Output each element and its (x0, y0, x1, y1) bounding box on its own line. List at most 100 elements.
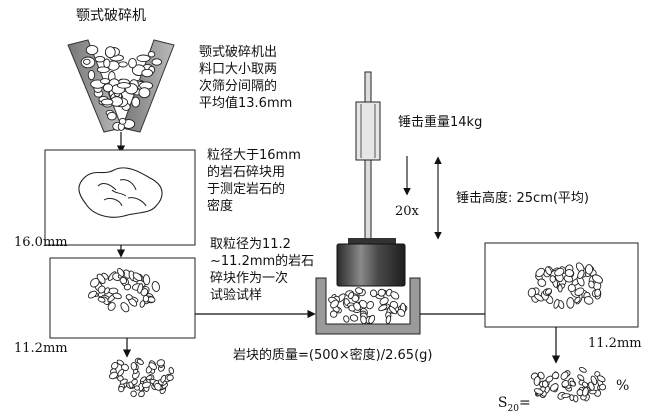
rock-particle (569, 394, 575, 401)
rock-particle (329, 310, 338, 318)
rock-particle (397, 308, 406, 317)
percent-sign: % (616, 378, 630, 394)
rock-particle (97, 285, 106, 294)
blows-label: 20x (395, 204, 419, 219)
rock-particle (85, 44, 99, 56)
rock-particle (94, 55, 106, 63)
fines-pile-left (108, 357, 175, 398)
rock-particle (599, 383, 607, 391)
rock-particle (545, 266, 552, 276)
rock-particle (128, 381, 134, 389)
rock-particle (378, 304, 388, 312)
rock-particle (87, 69, 96, 81)
rock-particle (117, 375, 124, 382)
rock-particle (130, 361, 137, 371)
rock-particle (567, 283, 576, 293)
rock-particle (108, 371, 119, 380)
rock-particle (592, 274, 603, 284)
rock-particle (369, 289, 378, 298)
rock-particle (147, 51, 156, 58)
rock-particle (151, 281, 160, 292)
rock-particle (590, 375, 598, 386)
rock-particle (554, 267, 565, 277)
rock-particle (112, 292, 122, 300)
rock-particle (377, 288, 386, 297)
rock-particle (154, 382, 162, 391)
test-sample-rocks (87, 267, 160, 313)
jaw-crusher (67, 39, 175, 133)
rock-particle (141, 381, 151, 389)
rock-particle (355, 287, 364, 294)
rock-particle (527, 287, 537, 298)
rock-particle (579, 367, 587, 373)
rock-particle (561, 393, 571, 398)
rock-particle (577, 374, 585, 381)
sieve-16mm-label: 16.0mm (14, 235, 68, 250)
test-mould (315, 277, 421, 335)
rock-particle (118, 61, 128, 68)
rock-particle (533, 376, 541, 386)
crushed-sample-rocks (527, 262, 603, 309)
fines-pile-right (530, 367, 607, 403)
rock-particle (83, 58, 91, 65)
rock-particle (96, 66, 110, 74)
rock-particle (569, 380, 576, 387)
rock-particle (360, 315, 367, 325)
sieve-11.2mm-label-left: 11.2mm (14, 341, 68, 356)
s20-symbol: S (497, 395, 508, 411)
sieve-plate-11.2mm (49, 257, 196, 339)
rock-particle (101, 98, 114, 106)
rock-particle (128, 57, 137, 69)
rock-particle (130, 390, 137, 398)
sample-selection-note: 取粒径为11.2 ~11.2mm的岩石 碎块作为一次 试验试样 (210, 237, 315, 303)
impact-hammer-head (336, 238, 406, 287)
density-note: 粒径大于16mm 的岩石碎块用 于测定岩石的 密度 (207, 148, 301, 214)
rock-particle (588, 381, 595, 391)
rock-particle (385, 315, 392, 324)
rock-particle (87, 290, 97, 299)
crusher-rock-pile (80, 44, 163, 131)
rock-particle (533, 388, 544, 395)
rock-particle (390, 291, 400, 300)
rock-particle (535, 267, 545, 278)
rock-particle (140, 376, 147, 383)
rock-particle (166, 374, 174, 381)
rock-particle (551, 371, 560, 380)
sieve-11.2mm-label-right: 11.2mm (588, 336, 642, 351)
rock-particle (560, 371, 569, 380)
rock-particle (583, 296, 594, 305)
s20-subscript: 20 (507, 403, 519, 414)
s20-label: S20= (489, 378, 531, 418)
rock-particle (136, 54, 151, 63)
mould-rock-sample (328, 287, 408, 325)
rock-particle (574, 287, 585, 296)
rock-particle (123, 283, 132, 291)
rock-particle (366, 300, 374, 310)
rock-particle (118, 385, 125, 393)
rock-particle (117, 368, 125, 377)
crusher-title: 颚式破碎机 (76, 8, 146, 24)
rock-particle (348, 291, 355, 300)
rock-particle (100, 78, 111, 85)
rock-particle (104, 46, 116, 59)
rock-particle (566, 297, 575, 309)
rock-particle (118, 117, 127, 125)
rock-particle (594, 288, 601, 297)
rock-particle (116, 82, 131, 89)
rock-particle (97, 296, 106, 303)
rock-particle (107, 302, 116, 311)
rock-particle (553, 298, 560, 309)
rock-particle (117, 267, 125, 277)
impact-hammer-rod (355, 71, 381, 243)
rock-particle (102, 83, 114, 93)
rock-particle (103, 58, 111, 69)
rock-particle (168, 367, 175, 375)
rock-particle (549, 383, 559, 392)
rock-mass-formula: 岩块的质量=(500×密度)/2.65(g) (233, 348, 433, 363)
rock-particle (141, 68, 154, 78)
rock-particle (160, 374, 167, 383)
rock-particle (564, 269, 574, 277)
rock-particle (537, 278, 547, 287)
rock-particle (574, 296, 581, 304)
rock-particle (330, 299, 339, 309)
